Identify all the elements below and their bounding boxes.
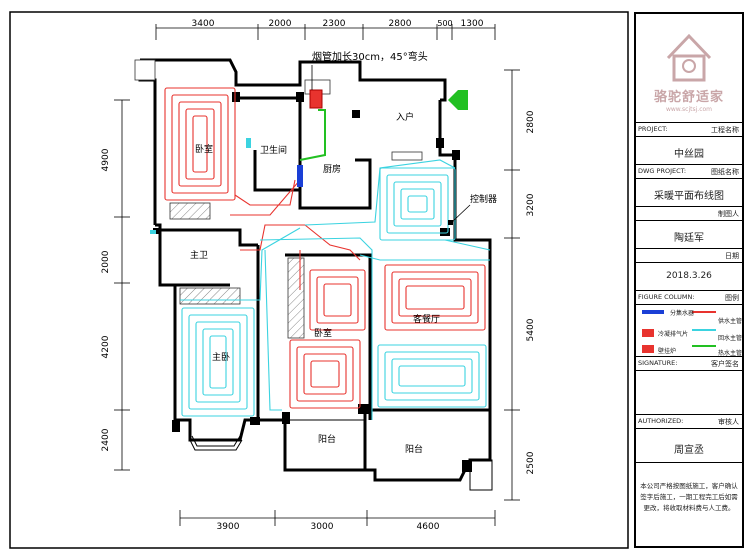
room-bedroom: 卧室 — [195, 143, 213, 155]
entrance-arrow-icon — [448, 90, 468, 110]
room-master-bath: 主卫 — [190, 249, 208, 261]
drawn-value: 陶廷军 — [674, 233, 704, 244]
date-value: 2018.3.26 — [666, 271, 712, 281]
legend-row: 分集水器 供水主管 冷凝排气片 回水主管 壁挂炉 热水主管 — [636, 305, 742, 357]
dwg-label-cn: 图纸名称 — [711, 168, 739, 176]
signature-label: SIGNATURE: — [638, 359, 678, 367]
hot-water-pipe — [299, 109, 326, 161]
dwg-value: 采暖平面布线图 — [654, 191, 724, 202]
drawn-label-cn: 制图人 — [718, 210, 739, 218]
room-balcony-left: 阳台 — [318, 433, 336, 445]
logo: 骆驼舒适家 www.scjtsj.com — [636, 14, 742, 123]
radiator-marker-1 — [246, 138, 251, 148]
authorized-value: 周宣丞 — [674, 445, 704, 456]
construction-note: 本公司严格按图纸施工，客户确认签字后施工，一期工程完工后如需更改，将收取材料费与… — [640, 482, 738, 512]
pipe-annotation: 烟管加长30cm，45°弯头 — [312, 50, 428, 63]
dim-top-4: 2800 — [389, 19, 412, 29]
wall-boiler — [309, 89, 323, 109]
logo-url: www.scjtsj.com — [665, 106, 713, 113]
legend-return: 回水主管 — [718, 335, 743, 342]
dim-right-2: 3200 — [526, 193, 536, 216]
dim-bottom-3: 4600 — [417, 522, 440, 532]
figure-header: FIGURE COLUMN: 图例 — [636, 291, 742, 305]
project-value: 中丝园 — [674, 149, 704, 160]
dim-top-5: 500 — [437, 19, 452, 28]
wall-blocks — [153, 92, 472, 472]
manifold — [297, 165, 303, 187]
radiator-marker-2 — [150, 230, 156, 234]
dim-top-6: 1300 — [461, 19, 484, 29]
bay-windows — [189, 419, 493, 491]
project-header: PROJECT: 工程名称 — [636, 123, 742, 137]
dim-left-3: 4200 — [101, 335, 111, 358]
authorized-label: AUTHORIZED: — [638, 417, 684, 425]
heating-loops-red — [164, 87, 486, 409]
authorized-row: 周宣丞 — [636, 429, 742, 463]
room-entrance: 入户 — [396, 111, 414, 123]
signature-header: SIGNATURE: 客户签名 — [636, 357, 742, 371]
drawn-row: 陶廷军 — [636, 221, 742, 249]
project-row: 中丝园 — [636, 137, 742, 165]
dim-left-4: 2400 — [101, 428, 111, 451]
dim-right-4: 2500 — [526, 451, 536, 474]
dwg-row: 采暖平面布线图 — [636, 179, 742, 207]
room-master-bedroom: 主卧 — [212, 351, 230, 363]
room-living: 客餐厅 — [413, 313, 440, 325]
drawn-header: 制图人 — [636, 207, 742, 221]
dim-left-2: 2000 — [101, 250, 111, 273]
date-row: 2018.3.26 — [636, 263, 742, 291]
figure-label-cn: 图例 — [725, 294, 739, 302]
authorized-label-cn: 审核人 — [718, 418, 739, 426]
signature-row — [636, 371, 742, 415]
dim-right-1: 2800 — [526, 110, 536, 133]
legend-exhaust: 冷凝排气片 — [658, 331, 689, 338]
dim-top-1: 3400 — [192, 19, 215, 29]
project-label: PROJECT: — [638, 125, 668, 133]
legend-manifold: 分集水器 — [670, 310, 695, 317]
fixtures — [134, 59, 423, 339]
legend-boiler: 壁挂炉 — [658, 348, 677, 355]
controller-leader — [451, 204, 471, 223]
note-row: 本公司严格按图纸施工，客户确认签字后施工，一期工程完工后如需更改，将收取材料费与… — [636, 463, 742, 543]
floor-plan: 3400 2000 2300 2800 500 1300 3900 3000 4… — [9, 11, 629, 549]
dwg-header: DWG PROJECT: 图纸名称 — [636, 165, 742, 179]
signature-label-cn: 客户签名 — [711, 360, 739, 368]
dim-right-3: 5400 — [526, 318, 536, 341]
dim-left-1: 4900 — [101, 148, 111, 171]
title-block: 骆驼舒适家 www.scjtsj.com PROJECT: 工程名称 中丝园 D… — [634, 12, 744, 548]
figure-label: FIGURE COLUMN: — [638, 293, 695, 301]
project-label-cn: 工程名称 — [711, 126, 739, 134]
room-study: 卧室 — [314, 327, 332, 339]
legend-graphics — [642, 310, 716, 353]
authorized-header: AUTHORIZED: 审核人 — [636, 415, 742, 429]
legend-hot-water: 热水主管 — [718, 350, 743, 357]
room-kitchen: 厨房 — [323, 163, 341, 175]
legend-supply: 供水主管 — [718, 318, 743, 325]
dim-bottom-2: 3000 — [311, 522, 334, 532]
dim-top-3: 2300 — [323, 19, 346, 29]
label-controller: 控制器 — [470, 193, 497, 205]
room-balcony-right: 阳台 — [405, 443, 423, 455]
date-label-cn: 日期 — [725, 252, 739, 260]
heating-loops-cyan — [180, 159, 491, 420]
dimension-lines — [114, 24, 520, 526]
dim-bottom-1: 3900 — [217, 522, 240, 532]
logo-text: 骆驼舒适家 — [653, 90, 724, 105]
house-logo-icon — [666, 33, 712, 82]
dim-top-2: 2000 — [269, 19, 292, 29]
room-bathroom: 卫生间 — [260, 144, 287, 156]
date-header: 日期 — [636, 249, 742, 263]
dwg-label: DWG PROJECT: — [638, 167, 687, 175]
drawing-frame — [9, 11, 629, 549]
controller-marker — [448, 220, 453, 225]
